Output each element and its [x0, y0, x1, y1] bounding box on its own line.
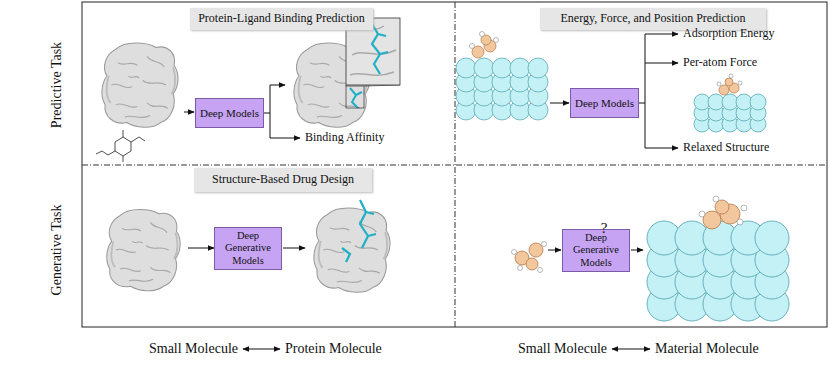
box-text: Deep Generative Models [567, 232, 625, 268]
box-text: Protein-Ligand Binding Prediction [198, 12, 365, 26]
question-mark: ? [601, 220, 608, 237]
row-label: Generative Task [49, 205, 64, 296]
model-box: Deep Generative Models [214, 227, 282, 270]
model-box: Deep Generative Models [562, 229, 630, 272]
output-label: Adsorption Energy [683, 27, 774, 40]
panel-title: Protein-Ligand Binding Prediction [190, 8, 373, 30]
box-text: Deep Models [575, 97, 634, 110]
box-text: Deep Generative Models [219, 230, 277, 266]
axis-label: Material Molecule [655, 341, 759, 356]
output-label: Relaxed Structure [683, 141, 769, 154]
axis-label: Small Molecule [149, 341, 238, 356]
output-label: Binding Affinity [305, 131, 384, 144]
model-box: Deep Models [195, 98, 264, 128]
box-text: Structure-Based Drug Design [212, 173, 354, 187]
axis-label: Small Molecule [518, 341, 607, 356]
panel-title: Structure-Based Drug Design [194, 168, 372, 192]
output-label: Per-atom Force [683, 56, 757, 69]
model-box: Deep Models [570, 88, 639, 118]
box-text: Deep Models [200, 107, 259, 120]
axis-label: Protein Molecule [285, 341, 382, 356]
box-text: Energy, Force, and Position Prediction [561, 12, 746, 26]
row-label: Predictive Task [49, 42, 64, 128]
